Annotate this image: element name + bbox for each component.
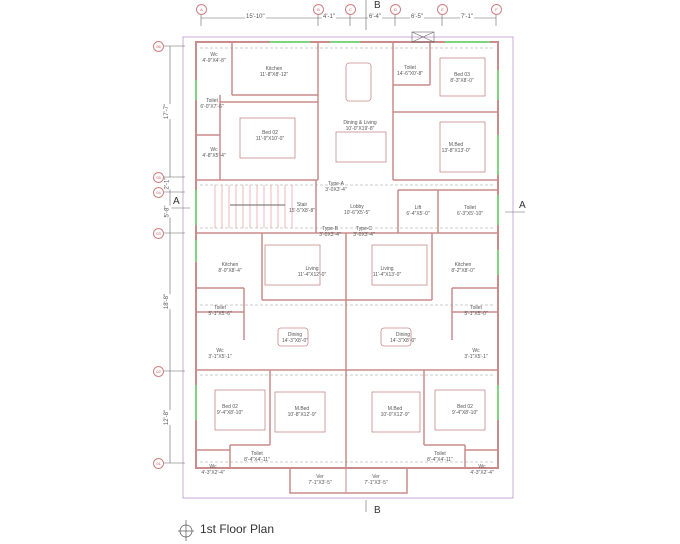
grid-bubble-e: E: [437, 4, 448, 15]
dim-h-1: 15'-10": [245, 14, 266, 21]
dim-v-1: 17'-7": [164, 103, 172, 120]
dim-v-2: 2'-1": [164, 177, 172, 190]
dim-h-5: 7'-1": [460, 14, 474, 21]
section-mark-left: A: [173, 196, 180, 207]
grid-bubble-03: 03: [153, 228, 164, 239]
dim-v-4: 18'-8": [164, 293, 172, 310]
section-mark-bottom: B: [374, 505, 381, 516]
dim-h-2: 4'-1": [322, 14, 336, 21]
grid-bubble-f: F: [491, 4, 502, 15]
grid-bubble-a: A: [196, 4, 207, 15]
drawing-title: 1st Floor Plan: [200, 522, 275, 536]
dim-v-5: 12'-8": [164, 409, 172, 426]
section-mark-right: A: [519, 200, 526, 211]
grid-bubble-c: C: [345, 4, 356, 15]
grid-bubble-06: 06: [153, 41, 164, 52]
plot-boundary: [182, 36, 514, 499]
grid-bubble-01: 01: [153, 458, 164, 469]
dim-h-3: 6'-4": [368, 14, 382, 21]
grid-bubble-b: B: [313, 4, 324, 15]
dim-v-3: 5'-8": [164, 205, 172, 218]
grid-bubble-04: 04: [153, 187, 164, 198]
section-mark-top: B: [374, 0, 381, 11]
grid-bubble-02: 02: [153, 366, 164, 377]
dim-h-4: 6'-5": [410, 14, 424, 21]
north-arrow-icon: [178, 520, 194, 541]
grid-bubble-d: D: [390, 4, 401, 15]
grid-bubble-05: 05: [153, 172, 164, 183]
